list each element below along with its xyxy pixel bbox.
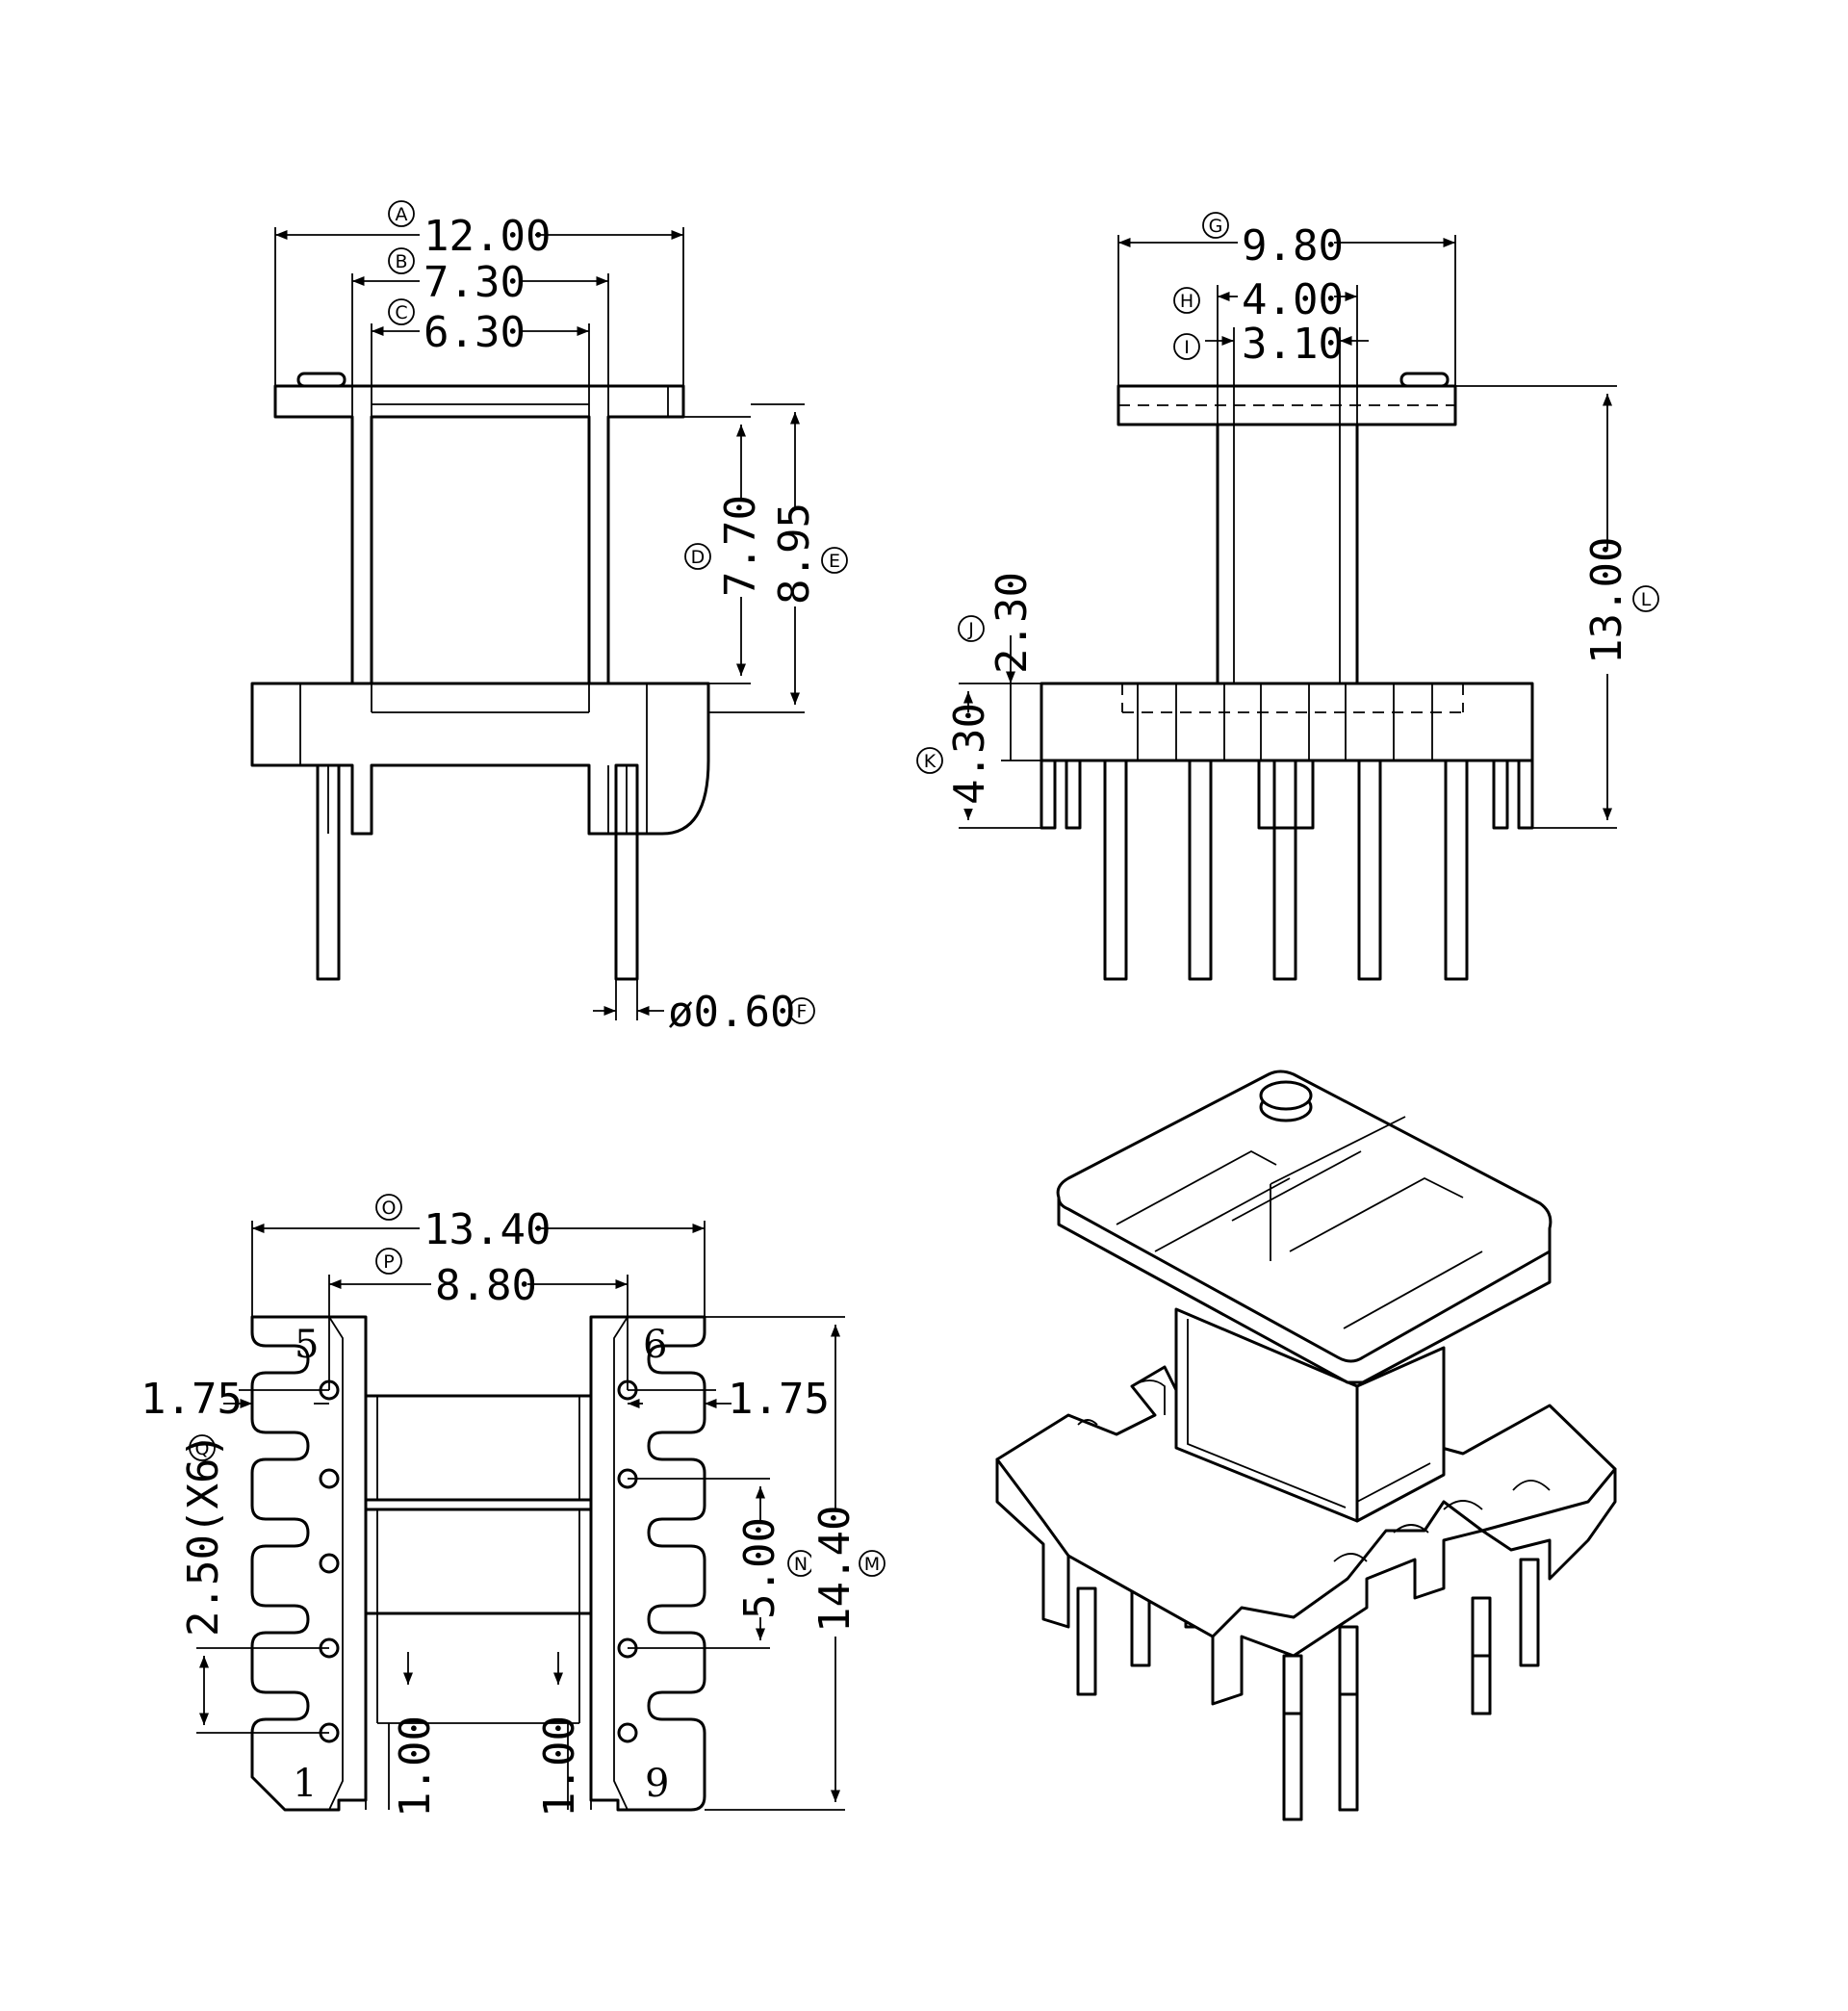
svg-text:K: K [924,751,937,772]
dim-e-value: 8.95 [770,503,819,605]
dim-h-balloon: H [1173,287,1200,314]
svg-text:C: C [395,302,407,323]
front-view: A 12.00 B 7.30 C 6.30 7.70 D 8.95 E [250,200,848,1037]
svg-text:O: O [382,1198,397,1219]
dim-p-value: 8.80 [435,1261,537,1310]
dim-l-value: 13.00 [1582,537,1631,664]
bottom-view: 5 6 1 9 O 13.40 P 8.80 1.75 1.75 2.50(X6… [141,1194,886,1818]
dim-a-balloon: A [388,200,415,227]
svg-text:L: L [1641,589,1652,610]
dim-h-value: 4.00 [1242,275,1344,324]
dim-g-balloon: G [1202,212,1229,239]
dim-n-value: 5.00 [735,1517,784,1619]
dim-f-balloon: F [788,997,815,1024]
dim-m-balloon: M [859,1550,886,1577]
svg-text:Q: Q [195,1438,210,1459]
dim-j-balloon: J [958,615,985,642]
dim-c-value: 6.30 [424,308,526,357]
offset-right-value: 1.75 [728,1375,830,1424]
slot-right-value: 1.00 [535,1715,584,1818]
svg-text:E: E [829,551,840,572]
dim-b-value: 7.30 [424,258,526,307]
svg-text:H: H [1180,291,1194,312]
pin-5-label: 5 [295,1323,319,1367]
svg-text:F: F [797,1001,808,1022]
pin-9-label: 9 [645,1762,669,1806]
dim-d-balloon: D [684,543,711,570]
svg-text:J: J [967,619,974,640]
slot-left-value: 1.00 [391,1715,440,1818]
isometric-view [995,1070,1617,1821]
dim-d-value: 7.70 [716,495,765,597]
svg-text:A: A [396,204,408,225]
svg-text:M: M [864,1554,880,1575]
svg-text:D: D [691,547,706,568]
dim-o-balloon: O [375,1194,402,1221]
dim-e-balloon: E [821,547,848,574]
dim-k-balloon: K [916,747,943,774]
dim-q-balloon: Q [189,1434,216,1461]
dim-q-value: 2.50(X6) [179,1432,228,1637]
dim-g-value: 9.80 [1242,221,1344,271]
svg-text:B: B [395,251,407,272]
side-view: G 9.80 H 4.00 I 3.10 2.30 J 4.30 K [916,212,1659,981]
svg-text:P: P [383,1251,394,1273]
dim-p-balloon: P [375,1248,402,1275]
offset-left-value: 1.75 [141,1375,243,1424]
dim-f-value: ø0.60 [668,988,795,1037]
dim-k-value: 4.30 [945,703,994,805]
dim-j-value: 2.30 [988,572,1037,674]
dim-c-balloon: C [388,298,415,325]
dim-a-value: 12.00 [424,212,551,261]
svg-text:I: I [1184,337,1190,358]
dim-i-value: 3.10 [1242,320,1344,369]
dim-m-value: 14.40 [810,1506,860,1633]
pin-1-label: 1 [293,1762,317,1806]
dim-b-balloon: B [388,247,415,274]
dim-i-balloon: I [1173,333,1200,360]
dim-o-value: 13.40 [424,1205,551,1254]
pin-6-label: 6 [643,1323,667,1367]
dim-l-balloon: L [1632,585,1659,612]
svg-text:G: G [1209,216,1223,237]
svg-text:N: N [794,1554,808,1575]
